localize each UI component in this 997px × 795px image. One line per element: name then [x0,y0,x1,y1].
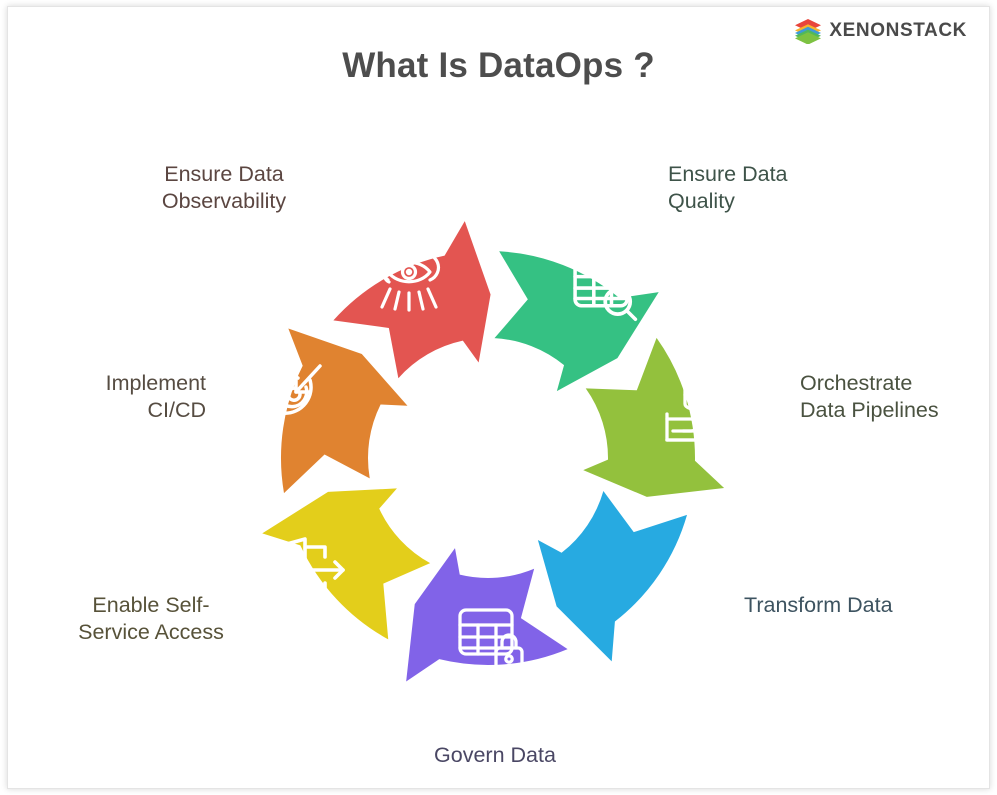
table-lock-icon [458,608,524,672]
stacked-layers-icon [795,19,822,44]
table-search-icon [573,260,638,322]
segment-label-govern-data: Govern Data [434,743,556,767]
cycle-segment-orchestrate-data-pipelines[interactable] [583,337,725,497]
segment-label-transform-data: Transform Data [744,593,893,617]
brand-logo: XENONSTACK [794,16,967,46]
cloud-eye-rays-icon [380,245,441,312]
database-pipeline-icon [665,369,727,442]
segment-label-implement-ci-cd: Implement CI/CD [105,371,206,422]
cycle-segment-implement-ci-cd[interactable] [280,328,408,494]
cycle-segment-ensure-data-quality[interactable] [494,251,659,392]
cycle-segment-transform-data[interactable] [537,490,688,662]
cycle-segment-enable-self-service-access[interactable] [262,488,431,640]
table-refresh-icon [770,668,808,736]
cycle-segment-ensure-data-observability[interactable] [333,221,491,379]
dataops-cycle-wheel [257,221,808,736]
segment-label-ensure-data-quality: Ensure Data Quality [668,162,788,213]
segment-label-enable-self-service-access: Enable Self- Service Access [78,593,224,644]
page-title: What Is DataOps ? [342,46,655,85]
segment-label-ensure-data-observability: Ensure Data Observability [161,162,287,213]
target-arrow-icon [257,359,322,415]
brand-name: XENONSTACK [829,20,967,41]
cycle-segment-govern-data[interactable] [406,548,568,682]
segment-label-orchestrate-data-pipelines: Orchestrate Data Pipelines [800,371,939,422]
door-exit-arrow-icon [285,537,345,603]
